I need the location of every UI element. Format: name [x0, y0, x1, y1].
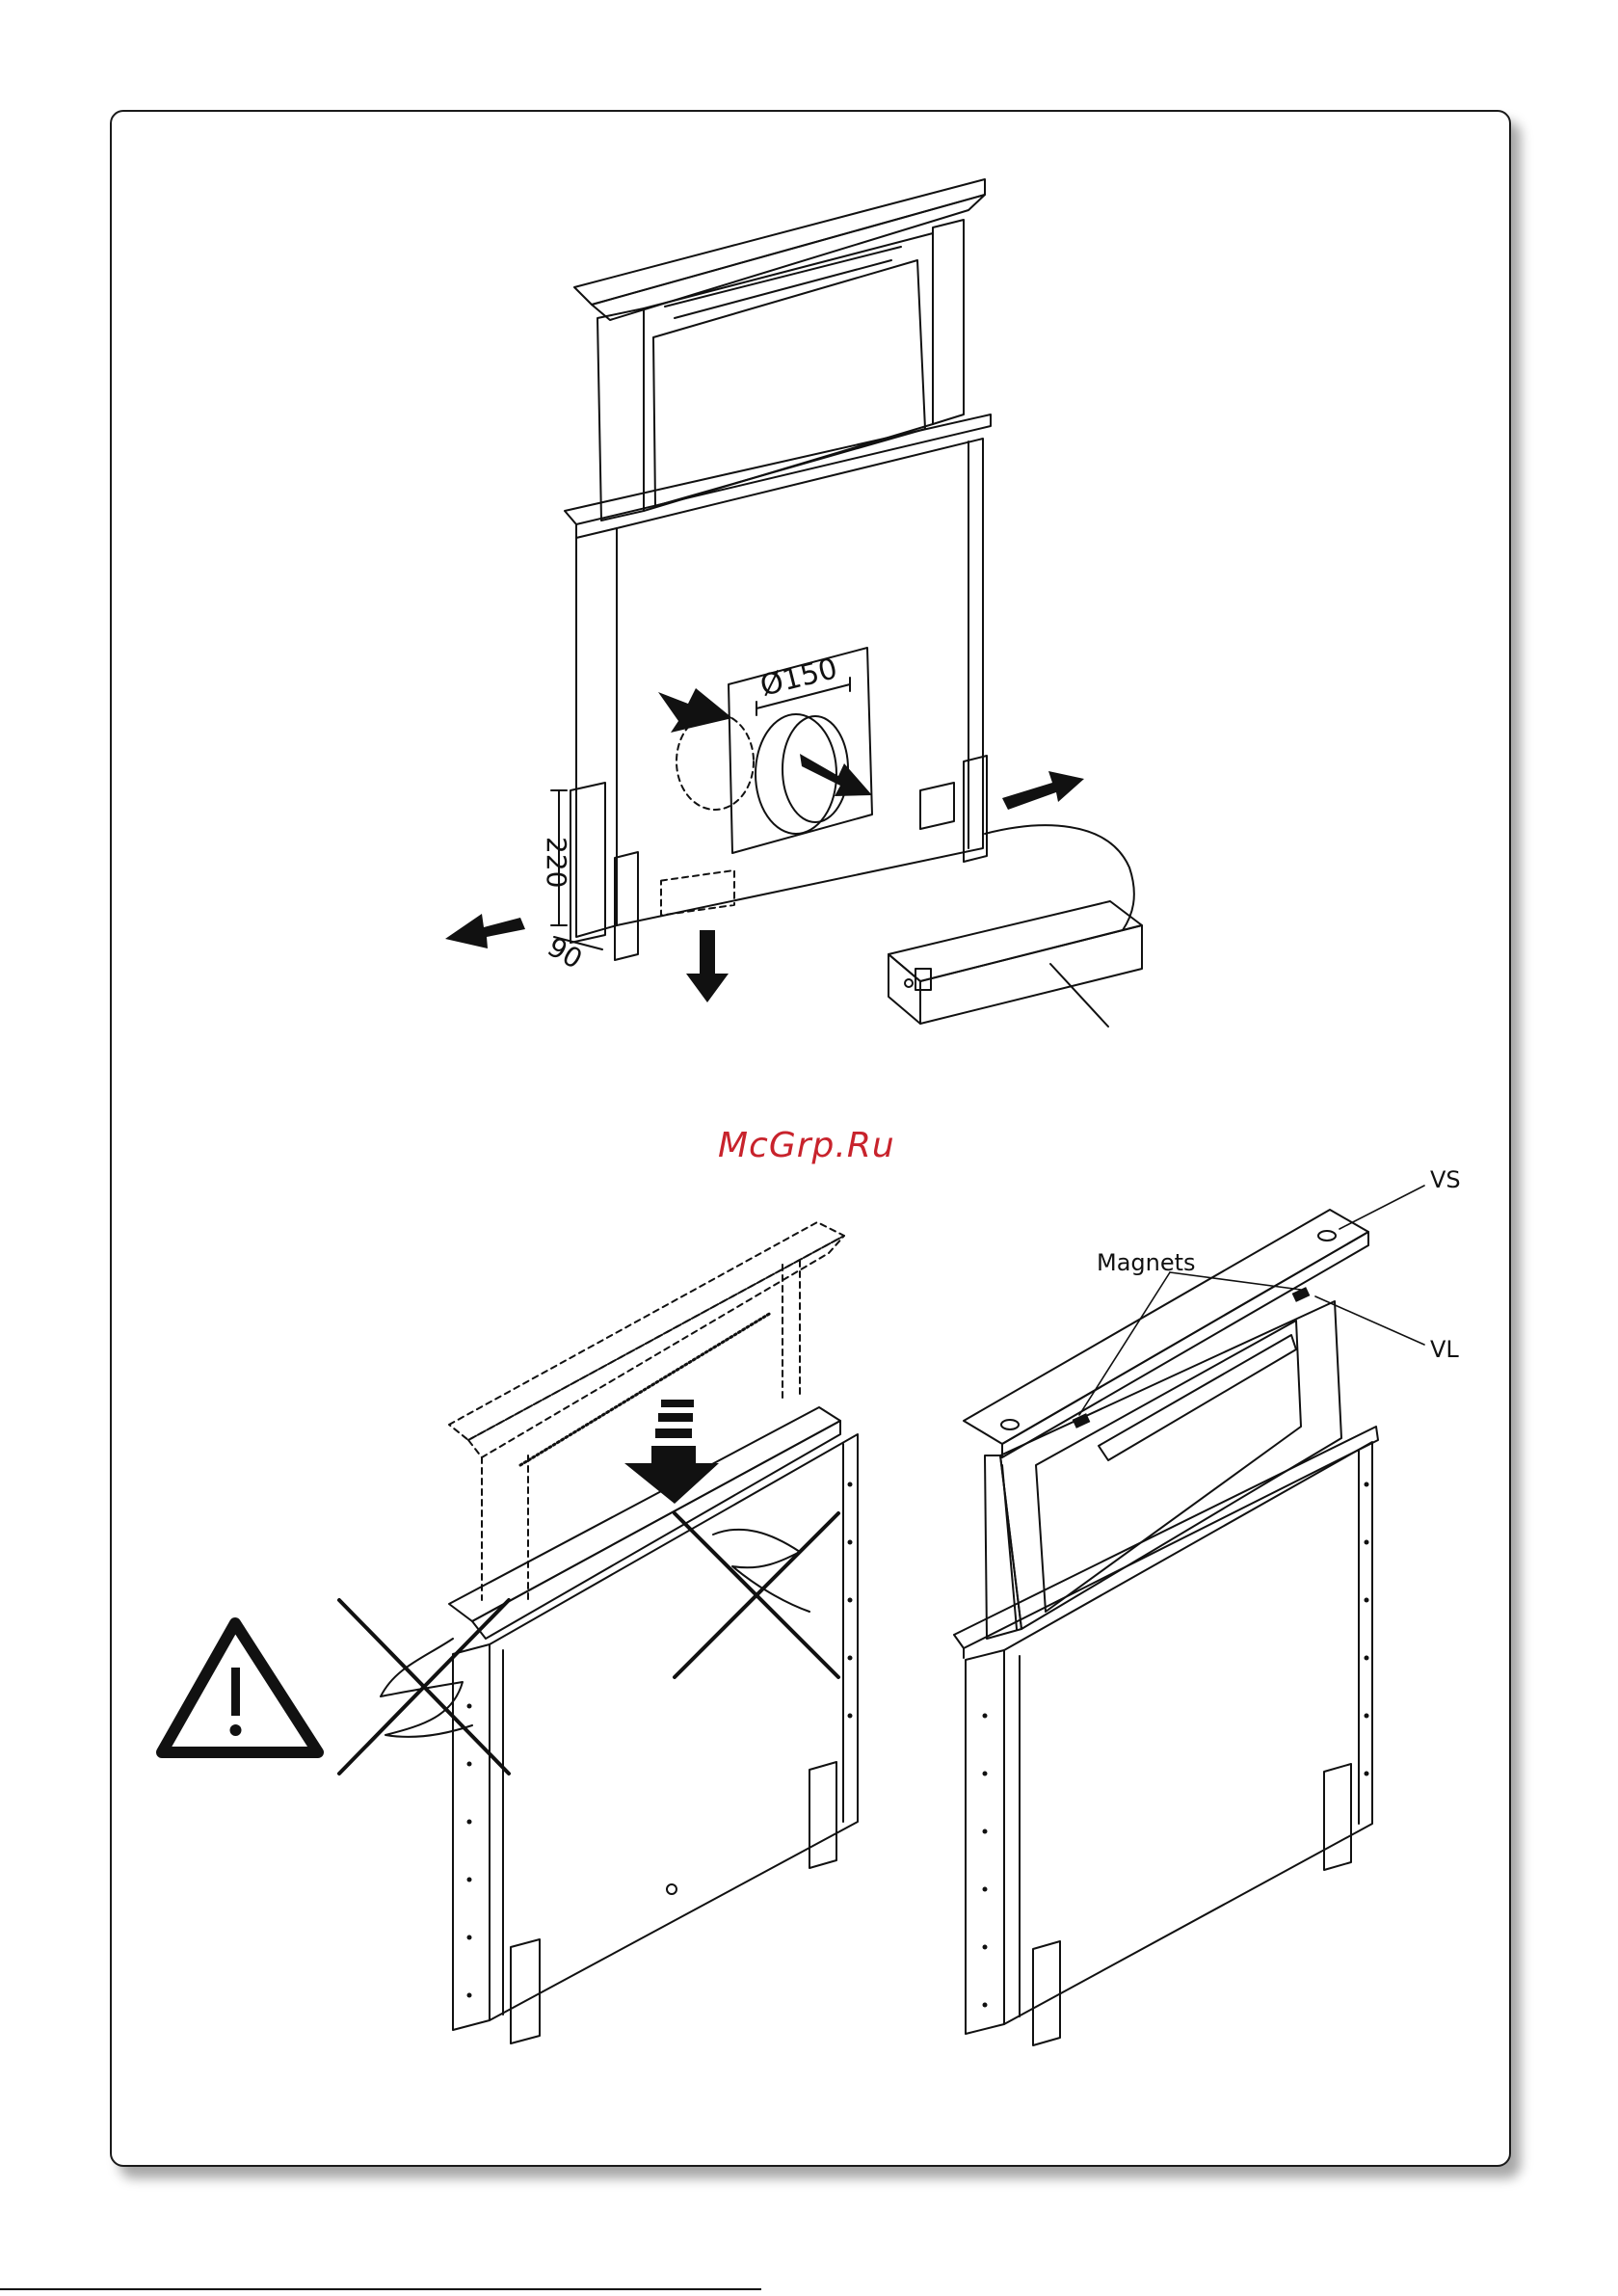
warning-triangle-icon — [162, 1623, 318, 1752]
bottom-right-diagram — [954, 1186, 1424, 2045]
arrow-icon — [445, 914, 525, 948]
depth-dimension-label: 90 — [543, 930, 588, 974]
height-dimension-label: 220 — [541, 837, 572, 888]
duct-diameter-label: Ø150 — [756, 652, 840, 704]
vs-label: VS — [1430, 1166, 1461, 1193]
arrow-icon — [658, 688, 732, 733]
arrow-icon — [1002, 771, 1084, 810]
arrow-icon — [686, 930, 729, 1002]
top-hood-diagram — [551, 179, 1142, 1027]
magnets-label: Magnets — [1097, 1249, 1196, 1276]
watermark: McGrp.Ru — [718, 1126, 895, 1165]
vl-label: VL — [1430, 1336, 1459, 1363]
bottom-rule — [0, 2288, 761, 2290]
bottom-left-diagram — [339, 1222, 858, 2043]
